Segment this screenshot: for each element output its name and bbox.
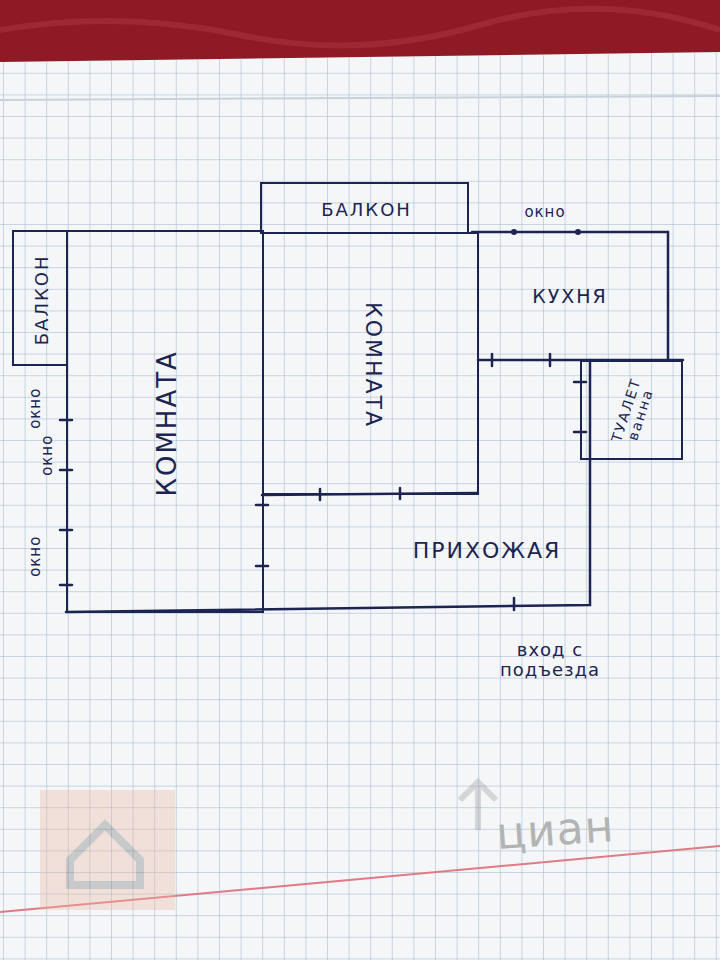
- window-label: окно: [40, 434, 57, 475]
- kitchen-wall: [667, 232, 670, 360]
- grid: [0, 52, 720, 960]
- room-name: КОМНАТА: [153, 350, 182, 496]
- door-marks: [60, 354, 586, 610]
- window-mark: [575, 229, 581, 235]
- bathroom: ТУАЛЕТ ванна: [580, 360, 683, 460]
- hallway: ПРИХОЖАЯ: [264, 497, 590, 605]
- watermark-logo: [40, 782, 496, 910]
- room: КОМНАТА: [262, 232, 479, 495]
- watermark: циан: [494, 802, 615, 859]
- window-mark: [511, 229, 517, 235]
- window-label: окно: [524, 204, 565, 221]
- page-fold: [0, 96, 720, 100]
- room-name: КОМНАТА: [360, 303, 384, 429]
- room-name: БАЛКОН: [321, 200, 412, 220]
- room-name: БАЛКОН: [32, 255, 52, 346]
- room: КОМНАТА: [66, 230, 264, 613]
- hall-wall: [66, 360, 590, 612]
- entrance-label: вход с подъезда: [465, 640, 635, 680]
- window-label: окно: [28, 387, 45, 428]
- balcony: БАЛКОН: [12, 230, 68, 366]
- balcony: БАЛКОН: [260, 182, 469, 234]
- window-label: окно: [28, 535, 45, 576]
- kitchen-wall: [472, 231, 668, 234]
- kitchen: КУХНЯ: [472, 232, 668, 360]
- room-name: ПРИХОЖАЯ: [413, 539, 562, 563]
- fabric-pattern: [0, 9, 720, 46]
- walls: [66, 232, 683, 612]
- room-name: ТУАЛЕТ ванна: [608, 374, 659, 450]
- room-name: КУХНЯ: [532, 286, 608, 307]
- paper: [0, 52, 720, 960]
